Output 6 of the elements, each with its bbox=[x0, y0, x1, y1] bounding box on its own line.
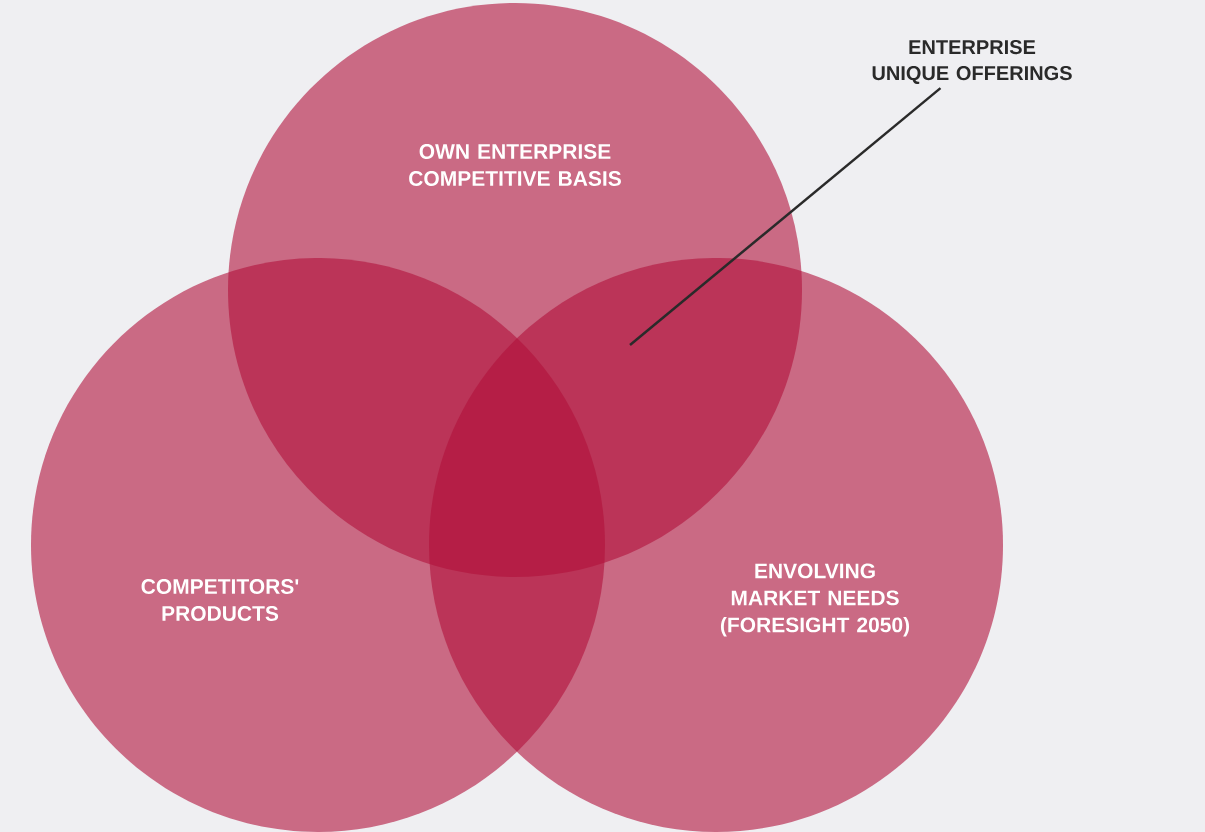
circle-label: ENVOLVING MARKET NEEDS (FORESIGHT 2050) bbox=[720, 563, 910, 637]
venn-circle bbox=[429, 258, 1003, 832]
circle-label: COMPETITORS' PRODUCTS bbox=[141, 579, 299, 621]
leader-line bbox=[629, 87, 942, 346]
circle-label: OWN ENTERPRISE COMPETITIVE BASIS bbox=[409, 144, 621, 186]
callout-label: ENTERPRISE UNIQUE OFFERINGS bbox=[872, 40, 1072, 84]
